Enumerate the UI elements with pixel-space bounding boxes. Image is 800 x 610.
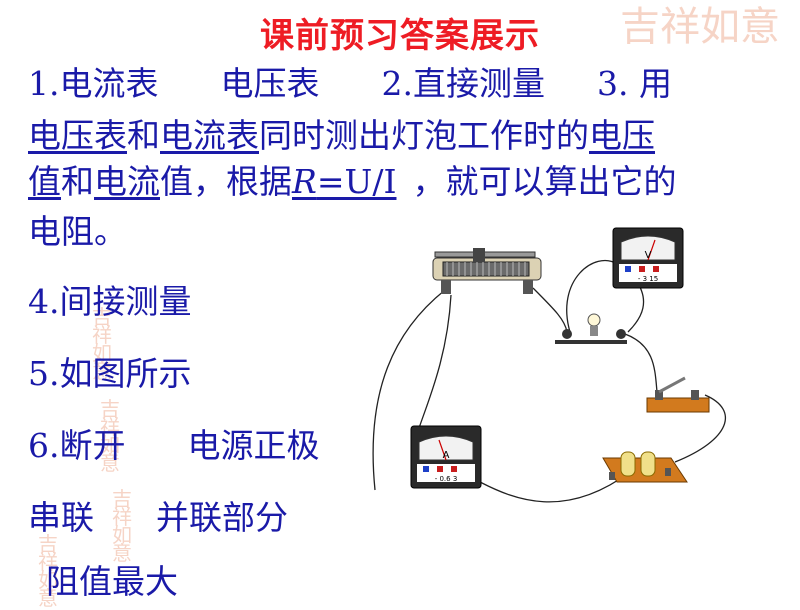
voltmeter-terminal-15	[653, 266, 659, 272]
conclusion-text: ，就可以算出它的	[412, 162, 677, 201]
answer-2: 2.直接测量	[381, 64, 546, 103]
formula-r: R	[292, 162, 317, 201]
wire-bulb-voltmeter	[566, 259, 618, 333]
watermark-left-2: 吉祥如意	[100, 397, 126, 475]
answer-4: 4.间接测量	[28, 282, 192, 321]
according-text: 值，根据	[160, 162, 292, 201]
voltmeter: V - 3 15	[612, 227, 684, 289]
voltmeter-term: 电压表	[28, 116, 127, 155]
watermark-text: 吉祥如意	[620, 4, 780, 50]
watermark-left-3: 吉祥如意	[112, 487, 138, 565]
switch	[646, 376, 710, 413]
voltmeter-needle	[647, 239, 656, 261]
battery-cell-2	[640, 451, 656, 477]
rheostat-coil	[442, 261, 530, 277]
watermark-top-right: 吉祥如意	[620, 6, 790, 48]
lamp-terminal-right	[616, 329, 626, 339]
answer-1: 1.电流表	[28, 64, 159, 103]
voltmeter-scale: - 3 15	[638, 275, 658, 283]
lamp-board	[555, 313, 627, 344]
wire-rheostat-bulb	[532, 287, 568, 333]
lamp-base-strip	[555, 340, 627, 344]
voltage-term: 电压	[589, 116, 655, 155]
answer-6: 6.断开 电源正极	[28, 426, 320, 466]
answer-6d: 并联部分	[156, 498, 288, 537]
switch-post-right	[691, 390, 699, 400]
answer-line-2: 电压表和电流表同时测出灯泡工作时的电压	[28, 116, 655, 156]
rheostat-leg-right	[523, 280, 533, 294]
wire-switch-battery	[674, 394, 726, 463]
ammeter-terminal-06	[437, 466, 443, 472]
ammeter-dial	[418, 435, 474, 461]
ammeter-panel	[417, 464, 475, 482]
answer-line-3: 值和电流值，根据R=U/I ，就可以算出它的	[28, 162, 676, 202]
answer-6-cont-2: 阻值最大	[46, 562, 178, 601]
watermark-text: 吉祥如意	[100, 397, 120, 475]
voltmeter-dial	[620, 235, 676, 261]
switch-lever	[658, 376, 686, 394]
wire-rheostat-left	[372, 289, 446, 491]
circuit-diagram: V - 3 15 A - 0.6 3	[372, 227, 726, 503]
wire-battery-ammeter	[479, 471, 631, 503]
wire-bulb-switch	[624, 333, 658, 393]
answer-6-cont-1: 串联 并联部分	[28, 498, 288, 538]
and-word-2: 和	[61, 162, 94, 201]
battery-terminal-neg	[609, 472, 615, 480]
rheostat-leg-left	[441, 280, 451, 294]
value-word: 值	[28, 162, 61, 201]
answer-5: 5.如图所示	[28, 354, 192, 393]
lamp-bulb	[587, 313, 601, 327]
ammeter-needle	[438, 439, 447, 461]
voltmeter-panel	[619, 264, 677, 282]
ammeter-terminal-3	[451, 466, 457, 472]
battery-terminal-pos	[665, 468, 671, 476]
switch-base	[646, 397, 710, 413]
ammeter-scale: - 0.6 3	[435, 475, 458, 483]
battery-holder	[602, 451, 688, 483]
measure-text: 同时测出灯泡工作时的	[259, 116, 589, 155]
watermark-text: 吉祥如意	[92, 305, 112, 383]
watermark-text: 吉祥如意	[112, 487, 132, 565]
answer-6a: 6.断开	[28, 426, 126, 465]
and-word: 和	[127, 116, 160, 155]
battery-cell-1	[620, 451, 636, 477]
answer-3-start: 3. 用	[597, 64, 672, 103]
voltmeter-terminal-neg	[625, 266, 631, 272]
ammeter-term: 电流表	[160, 116, 259, 155]
formula-rest: =U/I	[316, 162, 397, 201]
watermark-left-1: 吉祥如意	[92, 305, 118, 383]
answer-line-4: 电阻。	[28, 212, 127, 251]
answer-6b: 电源正极	[187, 426, 320, 465]
page-title: 课前预习答案展示	[260, 16, 540, 56]
current-term: 电流	[94, 162, 160, 201]
rheostat	[432, 248, 542, 294]
answer-line-1: 1.电流表 电压表 2.直接测量 3. 用	[28, 64, 672, 104]
lamp-socket	[590, 326, 598, 336]
ammeter-symbol: A	[443, 450, 450, 461]
answer-1b: 电压表	[220, 64, 320, 103]
voltmeter-terminal-3	[639, 266, 645, 272]
answer-6c: 串联	[28, 498, 94, 537]
rheostat-slider	[473, 248, 485, 262]
switch-post-left	[655, 390, 663, 400]
lamp-terminal-left	[562, 329, 572, 339]
ammeter: A - 0.6 3	[410, 425, 482, 489]
rheostat-coil-lines	[446, 262, 526, 276]
ammeter-terminal-neg	[423, 466, 429, 472]
voltmeter-symbol: V	[645, 250, 652, 261]
